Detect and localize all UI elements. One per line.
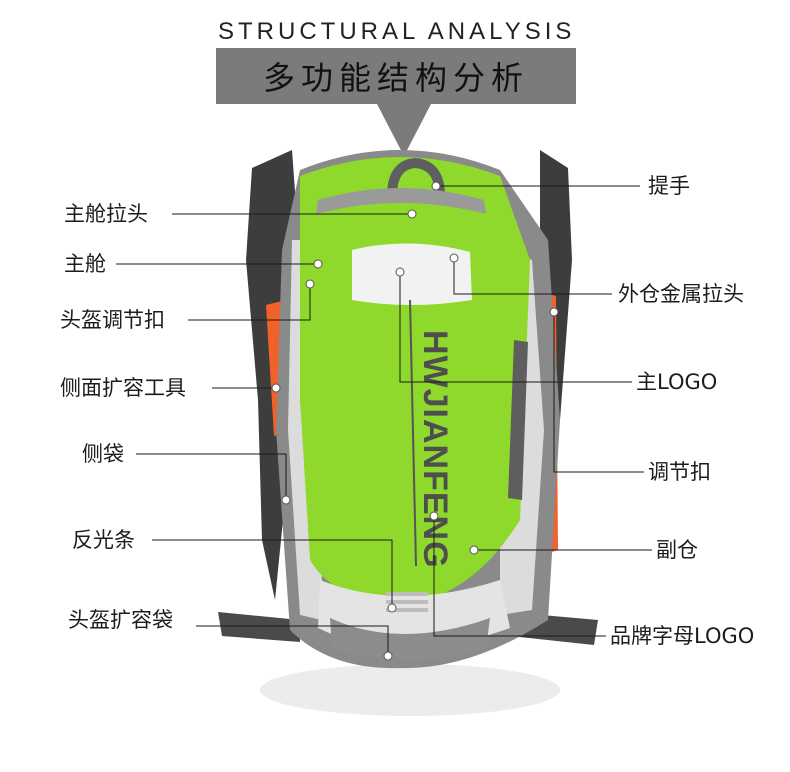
reflective-strip-3 [386, 608, 428, 612]
line-brand-letters [433, 516, 606, 637]
backpack-shadow [260, 664, 560, 716]
line-adjust-buckle [553, 312, 644, 473]
dot-adjust-buckle [549, 307, 559, 317]
line-side-pocket [136, 453, 287, 500]
label-handle: 提手 [648, 174, 690, 198]
dot-outer-metal-zipper [449, 253, 459, 263]
label-brand-letter-logo: 品牌字母LOGO [610, 624, 755, 648]
label-reflective-strip: 反光条 [72, 528, 135, 552]
title-chinese: 多功能结构分析 [262, 59, 529, 97]
dot-side-expansion [271, 383, 281, 393]
label-helmet-buckle: 头盔调节扣 [60, 308, 165, 332]
dot-secondary [469, 545, 479, 555]
helmet-pocket-bottom [330, 618, 490, 661]
brand-vertical-logo: HWJIANFENG [416, 330, 454, 569]
line-reflective [152, 539, 393, 608]
line-helmet-buckle [188, 284, 311, 321]
dot-side-pocket [281, 495, 291, 505]
front-white-panel [352, 243, 472, 305]
center-zipper [409, 299, 417, 567]
dot-main-logo [395, 267, 405, 277]
label-main-compartment: 主舱 [64, 252, 106, 276]
label-side-pocket: 侧袋 [82, 442, 124, 466]
dot-handle [431, 181, 441, 191]
line-outer-metal-zipper [453, 258, 612, 295]
reflective-strip-2 [386, 600, 428, 604]
line-helmet-bag [196, 625, 389, 656]
top-trim-band [316, 188, 486, 214]
label-outer-metal-zipper: 外仓金属拉头 [618, 282, 744, 306]
label-secondary-compartment: 副仓 [656, 538, 698, 562]
line-main-logo [399, 272, 632, 383]
dot-main-zipper [407, 209, 417, 219]
dot-helmet-buckle [305, 279, 315, 289]
label-adjust-buckle: 调节扣 [648, 460, 711, 484]
reflective-strip-1 [386, 592, 428, 596]
right-zip-pocket [508, 340, 528, 500]
title-english: STRUCTURAL ANALYSIS [218, 18, 576, 45]
banner-pointer-arrow [377, 104, 431, 156]
dot-helmet-bag [383, 651, 393, 661]
label-side-expansion-tool: 侧面扩容工具 [60, 376, 186, 400]
top-handle [387, 157, 445, 197]
dot-brand-letters [429, 511, 439, 521]
label-helmet-expansion-bag: 头盔扩容袋 [68, 608, 173, 632]
dot-reflective [387, 603, 397, 613]
dot-main-compartment [313, 259, 323, 269]
label-main-zipper: 主舱拉头 [64, 202, 148, 226]
left-waist-strap [218, 612, 300, 642]
title-banner: 多功能结构分析 [216, 48, 576, 104]
label-main-logo: 主LOGO [636, 370, 718, 394]
